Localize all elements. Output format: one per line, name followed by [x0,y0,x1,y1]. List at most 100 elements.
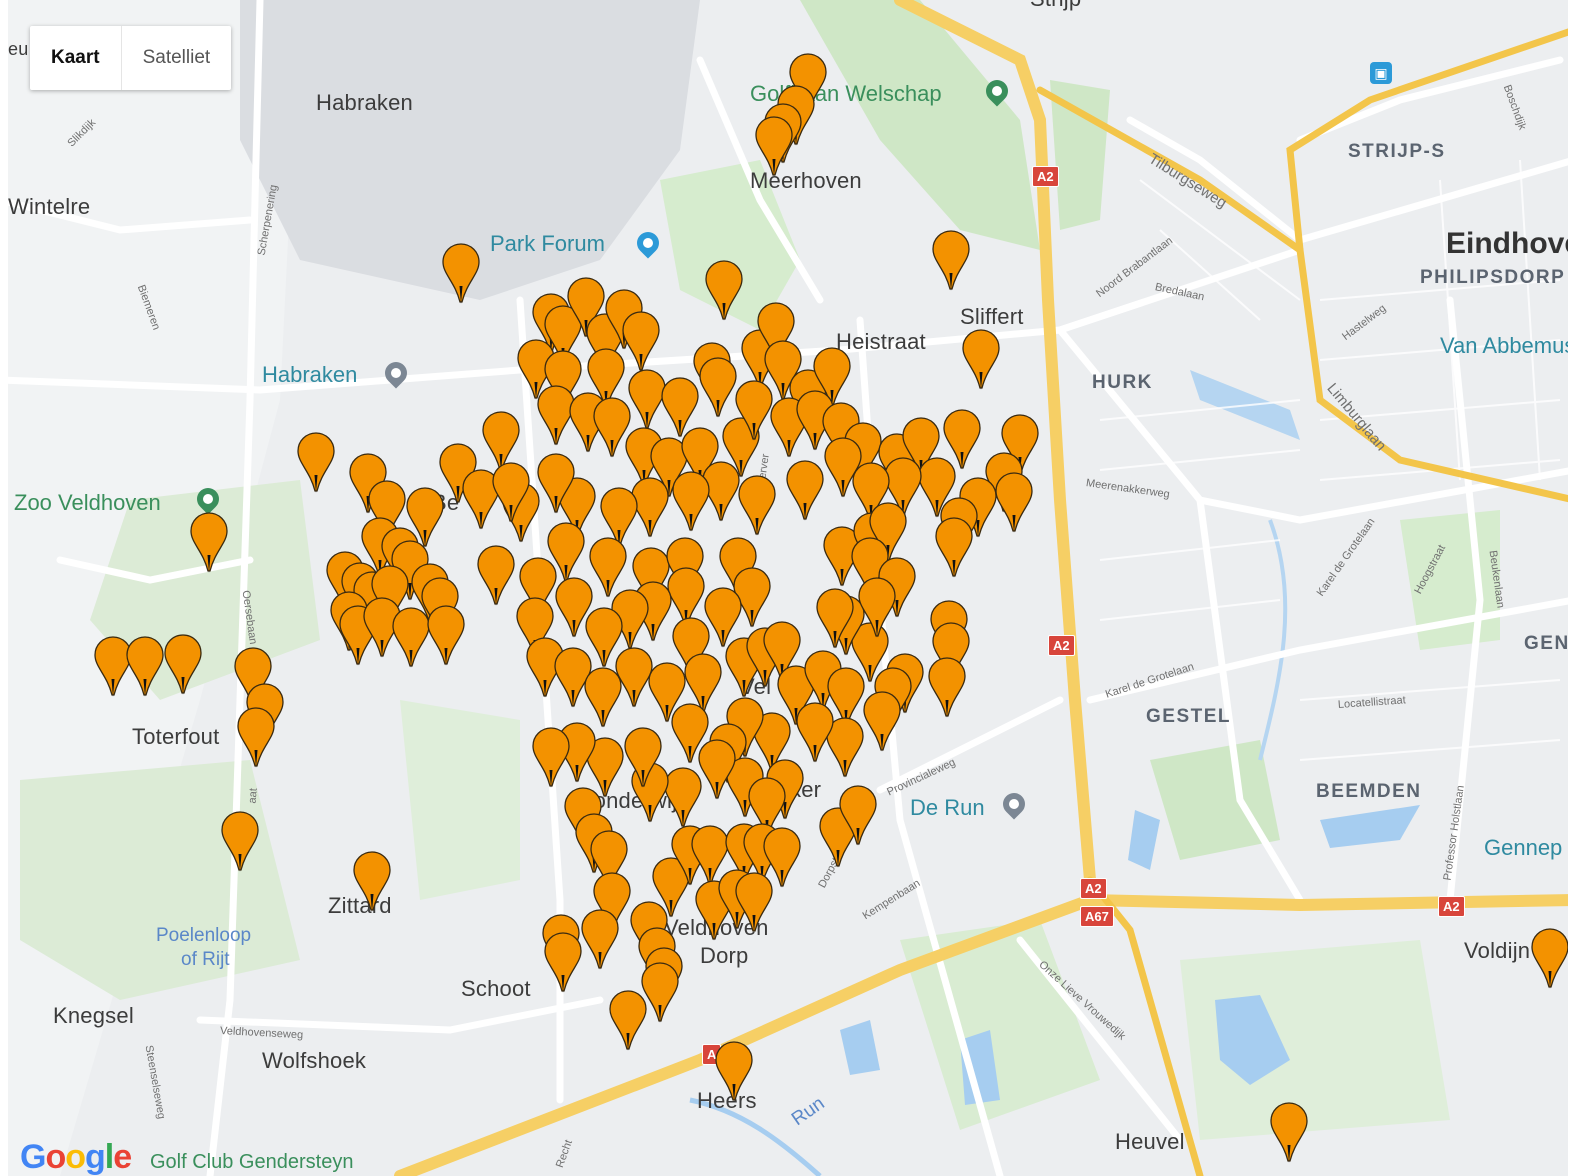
map-marker-icon[interactable] [631,477,669,538]
label-park-forum[interactable]: Park Forum [490,231,605,256]
map-marker-icon[interactable] [816,588,854,649]
map-marker-icon[interactable] [353,851,391,912]
map-marker-icon[interactable] [585,607,623,668]
highway-shield-a67: A67 [1080,906,1114,927]
map-marker-icon[interactable] [615,647,653,708]
map-marker-icon[interactable] [589,537,627,598]
map-marker-icon[interactable] [641,962,679,1023]
map-marker-icon[interactable] [671,703,709,764]
map-marker-icon[interactable] [704,587,742,648]
label-poelenloop: Poelenloop [156,925,252,946]
map-marker-icon[interactable] [221,811,259,872]
map-marker-icon[interactable] [766,759,804,820]
label-eu-fragment: eu [8,39,29,59]
label-golf-club-gendersteyn[interactable]: Golf Club Gendersteyn [150,1151,354,1173]
map-marker-icon[interactable] [1531,928,1569,989]
map-marker-icon[interactable] [738,475,776,536]
map-marker-icon[interactable] [532,727,570,788]
map-marker-icon[interactable] [164,634,202,695]
map-marker-icon[interactable] [537,453,575,514]
map-marker-icon[interactable] [943,409,981,470]
map-marker-icon[interactable] [918,457,956,518]
map-type-satelliet-button[interactable]: Satelliet [142,47,211,68]
map-marker-icon[interactable] [648,662,686,723]
label-eindhoven: Eindhoven [1446,227,1574,260]
map-marker-icon[interactable] [664,767,702,828]
label-wintelre: Wintelre [8,194,91,219]
map-marker-icon[interactable] [477,545,515,606]
map-marker-icon[interactable] [702,461,740,522]
google-logo[interactable]: Google [20,1138,132,1176]
map-marker-icon[interactable] [517,339,555,400]
label-heistraat: Heistraat [836,329,926,354]
map-marker-icon[interactable] [863,691,901,752]
map-marker-icon[interactable] [442,243,480,304]
map-marker-icon[interactable] [705,260,743,321]
right-edge-strip [1568,0,1574,1176]
train-station-icon[interactable]: ▣ [1370,62,1392,84]
map-marker-icon[interactable] [661,377,699,438]
map-marker-icon[interactable] [427,605,465,666]
label-de-run[interactable]: De Run [910,795,985,820]
map-marker-icon[interactable] [492,462,530,523]
map-marker-icon[interactable] [733,567,771,628]
map-marker-icon[interactable] [786,460,824,521]
map-marker-icon[interactable] [363,597,401,658]
label-strijp-s: STRIJP-S [1348,141,1446,162]
label-habraken-poi[interactable]: Habraken [262,362,358,387]
map-marker-icon[interactable] [628,369,666,430]
map-marker-icon[interactable] [526,637,564,698]
map-marker-icon[interactable] [858,577,896,638]
map-marker-icon[interactable] [537,385,575,446]
map-marker-icon[interactable] [763,827,801,888]
label-meerhoven: Meerhoven [750,168,862,193]
map-marker-icon[interactable] [878,557,916,618]
map-marker-icon[interactable] [1270,1102,1308,1163]
map-marker-icon[interactable] [406,487,444,548]
map-marker-icon[interactable] [699,357,737,418]
map-marker-icon[interactable] [932,230,970,291]
label-of-rijt: of Rijt [181,949,230,970]
map-marker-icon[interactable] [715,1041,753,1102]
map-marker-icon[interactable] [555,577,593,638]
map-marker-icon[interactable] [609,990,647,1051]
label-van-abbemuseum[interactable]: Van Abbemuseum [1440,333,1574,358]
label-hurk: HURK [1092,372,1153,393]
map-marker-icon[interactable] [995,472,1033,533]
map-marker-icon[interactable] [581,909,619,970]
map-marker-icon[interactable] [567,277,605,338]
map-marker-icon[interactable] [959,477,997,538]
map-marker-icon[interactable] [593,397,631,458]
map-type-kaart-button[interactable]: Kaart [51,47,100,68]
map-marker-icon[interactable] [544,932,582,993]
map-marker-icon[interactable] [796,702,834,763]
map-marker-icon[interactable] [126,636,164,697]
map-marker-icon[interactable] [928,657,966,718]
label-habraken: Habraken [316,90,413,115]
map-marker-icon[interactable] [962,329,1000,390]
map-marker-icon[interactable] [392,607,430,668]
label-zoo-veldhoven[interactable]: Zoo Veldhoven [14,490,161,515]
map-marker-icon[interactable] [755,116,793,177]
map-marker-icon[interactable] [624,727,662,788]
map-marker-icon[interactable] [237,707,275,768]
map-marker-icon[interactable] [190,512,228,573]
map-marker-icon[interactable] [297,432,335,493]
map-marker-icon[interactable] [94,636,132,697]
highway-shield-a2: A2 [1048,635,1075,656]
map-marker-icon[interactable] [584,667,622,728]
map-marker-icon[interactable] [935,517,973,578]
map-marker-icon[interactable] [554,647,592,708]
map-marker-icon[interactable] [796,390,834,451]
map-marker-icon[interactable] [698,739,736,800]
map-marker-icon[interactable] [824,437,862,498]
map-marker-icon[interactable] [735,872,773,933]
map-marker-icon[interactable] [839,785,877,846]
map-marker-icon[interactable] [439,443,477,504]
map-marker-icon[interactable] [391,540,429,601]
map-marker-icon[interactable] [672,471,710,532]
map-marker-icon[interactable] [622,311,660,372]
map-marker-icon[interactable] [735,380,773,441]
